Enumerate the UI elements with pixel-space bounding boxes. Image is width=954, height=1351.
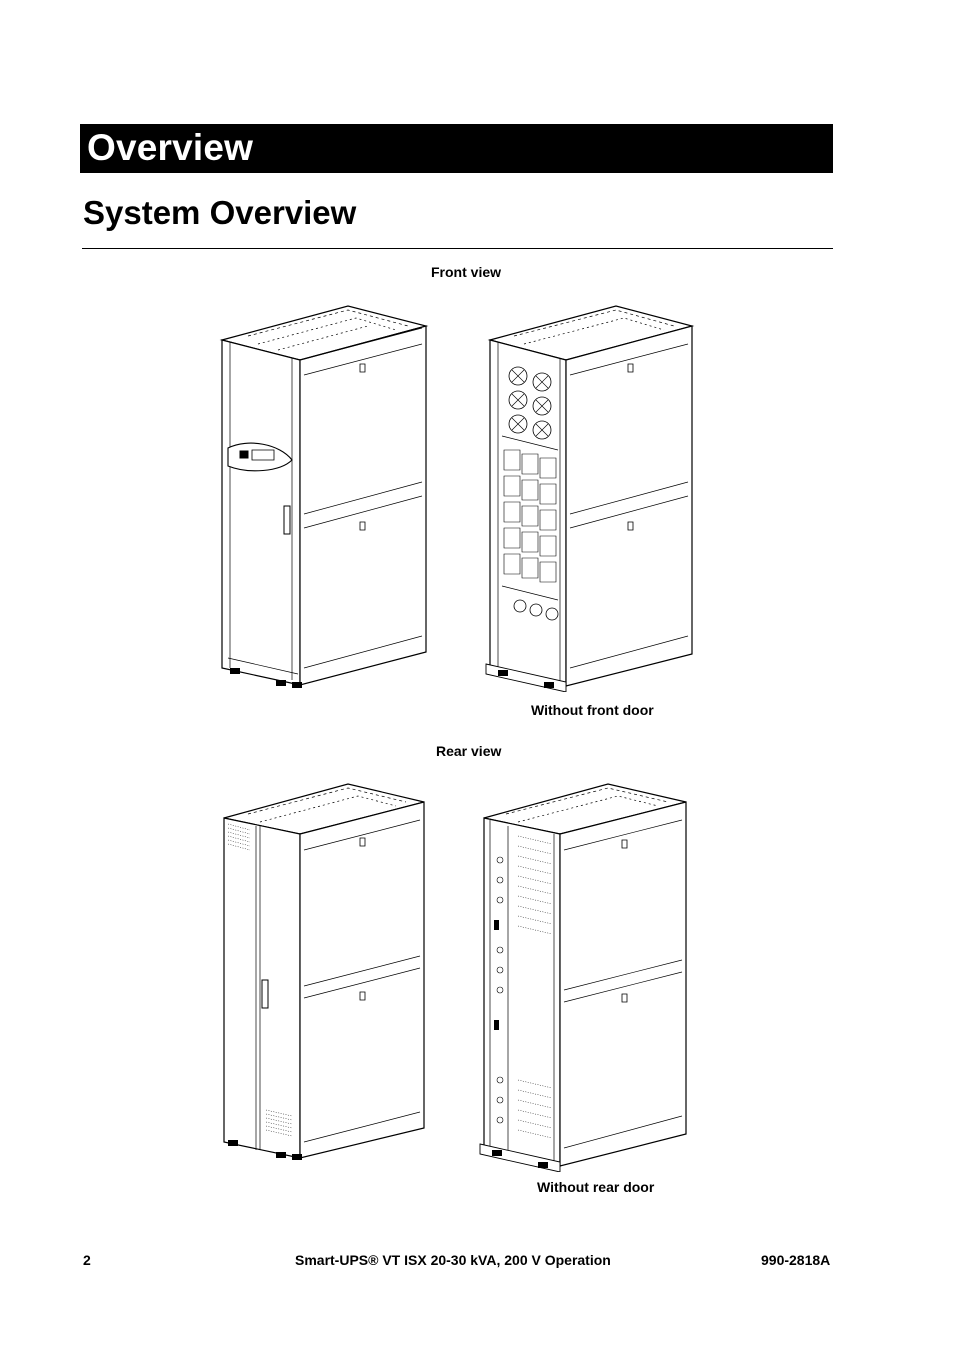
rear-cabinet-without-door-illustration [478, 780, 690, 1172]
front-view-label: Front view [431, 264, 502, 280]
chapter-header-bar: Overview [80, 124, 833, 173]
section-divider [82, 248, 833, 249]
rear-without-door-label: Without rear door [537, 1179, 655, 1195]
chapter-title: Overview [87, 127, 254, 168]
front-cabinet-with-door-illustration [218, 300, 430, 688]
section-title: System Overview [83, 194, 357, 231]
front-cabinet-without-door-illustration [484, 300, 696, 692]
front-without-door-label: Without front door [531, 702, 654, 718]
rear-view-label: Rear view [436, 743, 502, 759]
footer-page-number: 2 [83, 1252, 91, 1268]
footer-document-number: 990-2818A [761, 1252, 831, 1268]
footer-document-title: Smart-UPS® VT ISX 20-30 kVA, 200 V Opera… [295, 1252, 611, 1268]
rear-cabinet-with-door-illustration [220, 780, 428, 1160]
